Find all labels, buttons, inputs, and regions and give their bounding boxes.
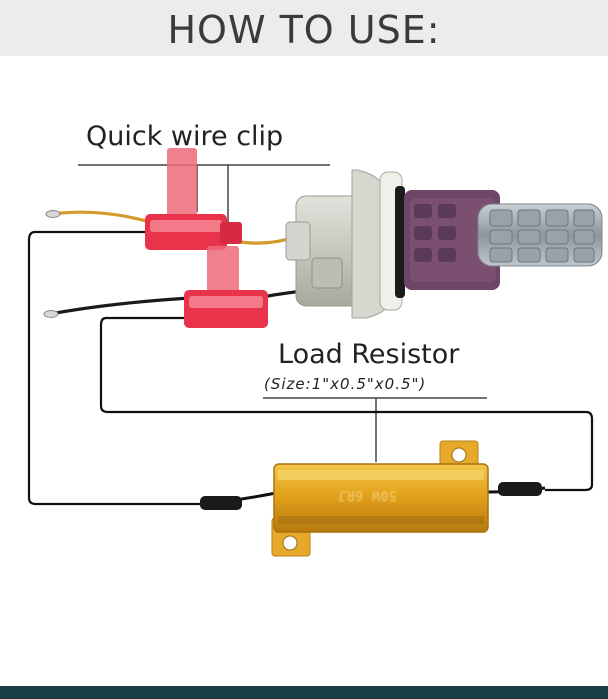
led-bulb xyxy=(404,190,603,290)
load-resistor-label: Load Resistor xyxy=(278,339,460,370)
footer-bar xyxy=(0,686,608,699)
bulb-socket xyxy=(285,169,405,319)
heat-shrink-left xyxy=(200,496,242,510)
page-title: HOW TO USE: xyxy=(167,8,441,52)
outer-wire-loop xyxy=(27,230,205,506)
resistor-size-label: (Size:1"x0.5"x0.5") xyxy=(264,375,427,393)
black-wire-terminal xyxy=(43,310,59,318)
heat-shrink-right xyxy=(498,482,542,496)
quick-wire-clip-top xyxy=(145,148,242,250)
load-resistor xyxy=(271,440,489,557)
quick-wire-clip-bottom xyxy=(184,246,268,328)
resistor-marking-text: 50W 6RJ xyxy=(338,487,398,503)
header-bar: HOW TO USE: xyxy=(0,0,608,56)
yellow-wire-left xyxy=(51,210,151,224)
quick-wire-clip-label: Quick wire clip xyxy=(86,121,284,152)
yellow-wire-terminal xyxy=(45,210,61,218)
black-wire-left xyxy=(49,296,191,316)
inner-wire-loop xyxy=(99,316,594,492)
